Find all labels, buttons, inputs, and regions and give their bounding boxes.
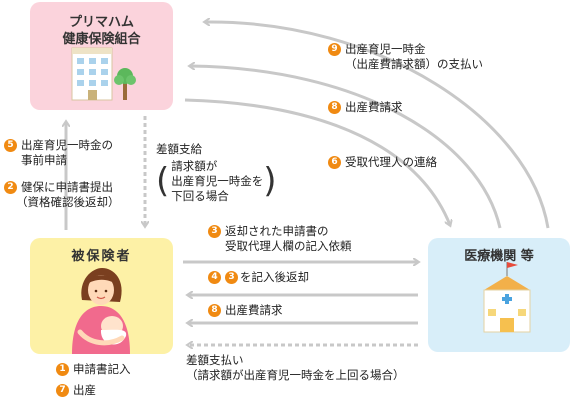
building-icon	[71, 47, 113, 101]
step-9-label: 9 出産育児一時金 （出産費請求額）の支払い	[328, 42, 483, 72]
difference-payment-title: 差額支給	[156, 142, 202, 156]
step-2-line2: （資格確認後返却）	[16, 195, 120, 209]
step-number-badge: 1	[56, 363, 69, 376]
step-5-line1: 出産育児一時金の	[21, 138, 113, 152]
step-4-text: を記入後返却	[240, 270, 309, 284]
step-3-line1: 返却された申請書の	[225, 224, 329, 238]
step-number-badge: 2	[4, 181, 17, 194]
step-9-line1: 出産育児一時金	[345, 42, 426, 56]
difference-payment-line3: 下回る場合	[171, 189, 229, 203]
step-3-line2: 受取代理人欄の記入依頼	[225, 239, 352, 253]
step-number-badge: 5	[4, 139, 17, 152]
step-number-badge: 7	[56, 384, 69, 397]
step-4-label: 4 3 を記入後返却	[208, 270, 309, 285]
hospital-title: 医療機関 等	[464, 249, 534, 264]
step-8-top-label: 8 出産費請求	[328, 100, 403, 115]
step-6-label: 6 受取代理人の連絡	[328, 155, 437, 170]
hospital-icon	[483, 262, 531, 333]
difference-payment-bracket: ( 請求額が 出産育児一時金を 下回る場合 )	[156, 159, 277, 204]
insurer-name-line2: 健康保険組合	[62, 32, 141, 47]
step-number-badge: 6	[328, 156, 341, 169]
step-number-badge: 9	[328, 43, 341, 56]
open-paren: (	[156, 161, 170, 201]
difference-payment-line1: 請求額が	[171, 159, 218, 173]
arrow-proxy-notice	[184, 98, 450, 225]
difference-payment-line2: 出産育児一時金を	[171, 174, 264, 188]
step-1-text: 申請書記入	[73, 362, 131, 376]
difference-payment-bottom-line1: 差額支払い	[186, 353, 244, 367]
step-number-badge: 3	[208, 225, 221, 238]
step-number-badge: 8	[328, 101, 341, 114]
close-paren: )	[263, 161, 277, 201]
insured-title: 被保険者	[71, 249, 132, 264]
step-number-badge-ref: 3	[225, 271, 238, 284]
step-8-bottom-label: 8 出産費請求	[208, 303, 283, 318]
difference-payment-bottom: 差額支払い （請求額が出産育児一時金を上回る場合）	[186, 353, 405, 383]
step-number-badge: 4	[208, 271, 221, 284]
step-3-label: 3 返却された申請書の 受取代理人欄の記入依頼	[208, 224, 352, 254]
step-6-text: 受取代理人の連絡	[345, 155, 437, 169]
step-1-label: 1 申請書記入	[56, 362, 131, 377]
step-7-label: 7 出産	[56, 383, 96, 398]
step-5-line2: 事前申請	[21, 153, 67, 167]
step-2-label: 2 健保に申請書提出 （資格確認後返却）	[4, 180, 120, 210]
tree-icon	[114, 68, 136, 100]
step-5-label: 5 出産育児一時金の 事前申請	[4, 138, 113, 168]
step-8-top-text: 出産費請求	[345, 100, 403, 114]
arrow-claim-top	[190, 66, 502, 229]
step-2-line1: 健保に申請書提出	[21, 180, 113, 194]
mother-baby-icon	[72, 268, 130, 354]
step-9-line2: （出産費請求額）の支払い	[345, 57, 483, 71]
step-7-text: 出産	[73, 383, 96, 397]
difference-payment-top: 差額支給 ( 請求額が 出産育児一時金を 下回る場合 )	[156, 142, 277, 204]
difference-payment-bottom-line2: （請求額が出産育児一時金を上回る場合）	[186, 368, 405, 382]
arrow-payment	[205, 22, 550, 229]
step-8-bottom-text: 出産費請求	[225, 303, 283, 317]
insurer-name-line1: プリマハム	[68, 15, 134, 30]
step-number-badge: 8	[208, 304, 221, 317]
